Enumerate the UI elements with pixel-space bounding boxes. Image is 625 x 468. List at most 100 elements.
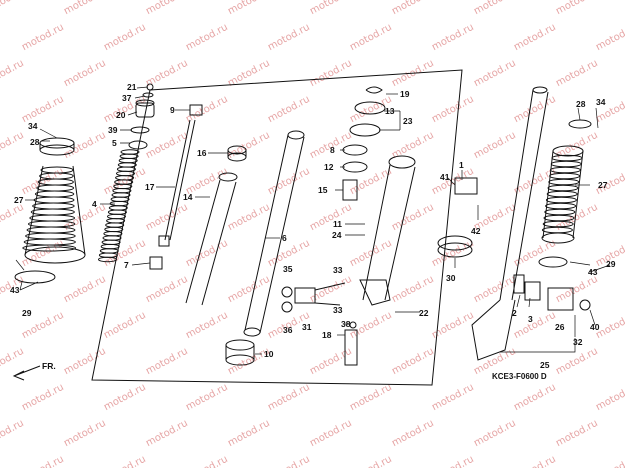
boot-rib bbox=[543, 214, 575, 222]
label-12: 12 bbox=[324, 162, 334, 172]
bolt-33 bbox=[314, 282, 346, 306]
collar-10 bbox=[225, 339, 255, 351]
label-43: 43 bbox=[10, 285, 20, 295]
spring-coil bbox=[116, 170, 135, 177]
direction-label: FR. bbox=[42, 361, 56, 371]
left-fork-boot bbox=[14, 137, 86, 284]
boot-rib bbox=[549, 172, 581, 180]
label-21: 21 bbox=[127, 82, 137, 92]
label-33b: 33 bbox=[333, 305, 343, 315]
label-29: 29 bbox=[22, 308, 32, 318]
boot-rib bbox=[29, 214, 76, 222]
label-5: 5 bbox=[112, 138, 117, 148]
clamp-26 bbox=[547, 287, 574, 311]
spring-coil bbox=[116, 166, 136, 172]
label-34: 34 bbox=[28, 121, 38, 131]
label-17: 17 bbox=[145, 182, 155, 192]
boot-rib bbox=[542, 220, 574, 228]
label-28: 28 bbox=[30, 137, 40, 147]
label-40: 40 bbox=[590, 322, 600, 332]
boot-rib bbox=[550, 160, 582, 168]
spring-coil bbox=[101, 239, 121, 246]
spring-coil bbox=[112, 188, 132, 194]
spring-coil bbox=[102, 235, 122, 241]
outer-tube bbox=[362, 164, 416, 301]
spring-coil bbox=[98, 252, 118, 258]
bolt-40 bbox=[579, 299, 591, 311]
boot-rib bbox=[547, 184, 579, 192]
spring-coil bbox=[111, 192, 131, 198]
seal-13b bbox=[349, 123, 381, 137]
boot-rib bbox=[22, 244, 77, 252]
spring-coil bbox=[115, 175, 135, 181]
fr-arrow-icon bbox=[12, 365, 41, 381]
boot-rib bbox=[25, 232, 76, 240]
label-36: 36 bbox=[283, 325, 293, 335]
seal-13a bbox=[354, 101, 386, 115]
label-20: 20 bbox=[116, 110, 126, 120]
bracket-1 bbox=[454, 177, 478, 195]
damper-rod bbox=[164, 119, 196, 241]
label-4: 4 bbox=[92, 199, 97, 209]
slider-14 bbox=[185, 179, 237, 306]
label-14: 14 bbox=[183, 192, 193, 202]
label-23: 23 bbox=[403, 116, 413, 126]
label-29b: 29 bbox=[606, 259, 616, 269]
label-38: 38 bbox=[341, 319, 351, 329]
label-33a: 33 bbox=[333, 265, 343, 275]
boot-rib bbox=[37, 178, 74, 186]
spring-coil bbox=[98, 256, 117, 263]
label-37: 37 bbox=[122, 93, 132, 103]
ring-8 bbox=[342, 144, 368, 156]
clamp-2 bbox=[513, 274, 525, 294]
boot-rib bbox=[40, 166, 74, 174]
right-top-ring bbox=[568, 119, 592, 129]
spring-coil bbox=[105, 222, 125, 228]
label-39: 39 bbox=[108, 125, 118, 135]
seal-30 bbox=[437, 235, 473, 251]
spring-coil bbox=[106, 218, 126, 224]
spring-coil bbox=[99, 248, 119, 254]
label-11: 11 bbox=[333, 219, 342, 229]
label-25: 25 bbox=[540, 360, 550, 370]
spring-coil bbox=[120, 149, 140, 155]
label-35: 35 bbox=[283, 264, 293, 274]
spring-coil bbox=[118, 157, 138, 164]
spring-coil bbox=[108, 205, 128, 211]
nut-35b bbox=[281, 301, 293, 313]
boot-rib bbox=[26, 226, 76, 234]
clamp-31 bbox=[294, 287, 316, 304]
boot-rib bbox=[27, 220, 76, 228]
spring-coil bbox=[114, 179, 134, 185]
drain-18 bbox=[344, 329, 358, 366]
assembly-frame bbox=[91, 69, 463, 386]
label-31: 31 bbox=[302, 322, 312, 332]
diagram-code: KCE3-F0600 D bbox=[492, 372, 547, 381]
clip-19 bbox=[365, 86, 383, 94]
boot-rib bbox=[23, 238, 76, 246]
nut-9 bbox=[189, 104, 203, 116]
label-7: 7 bbox=[124, 260, 129, 270]
label-1: 1 bbox=[459, 160, 464, 170]
label-30: 30 bbox=[446, 273, 456, 283]
spring-coil bbox=[113, 183, 133, 190]
boot-rib bbox=[549, 166, 581, 174]
boot-rib bbox=[36, 184, 75, 192]
label-42: 42 bbox=[471, 226, 481, 236]
spring-coil bbox=[103, 231, 123, 237]
collar-7 bbox=[149, 256, 163, 270]
label-22: 22 bbox=[419, 308, 429, 318]
label-16: 16 bbox=[197, 148, 207, 158]
label-13: 13 bbox=[385, 106, 395, 116]
label-34b: 34 bbox=[596, 97, 606, 107]
boot-rib bbox=[545, 196, 577, 204]
label-27b: 27 bbox=[598, 180, 608, 190]
label-8: 8 bbox=[330, 145, 335, 155]
label-19: 19 bbox=[400, 89, 410, 99]
boot-rib bbox=[545, 202, 577, 210]
right-fork-tube bbox=[499, 89, 549, 301]
label-3: 3 bbox=[528, 314, 533, 324]
label-6: 6 bbox=[282, 233, 287, 243]
label-9: 9 bbox=[170, 105, 175, 115]
